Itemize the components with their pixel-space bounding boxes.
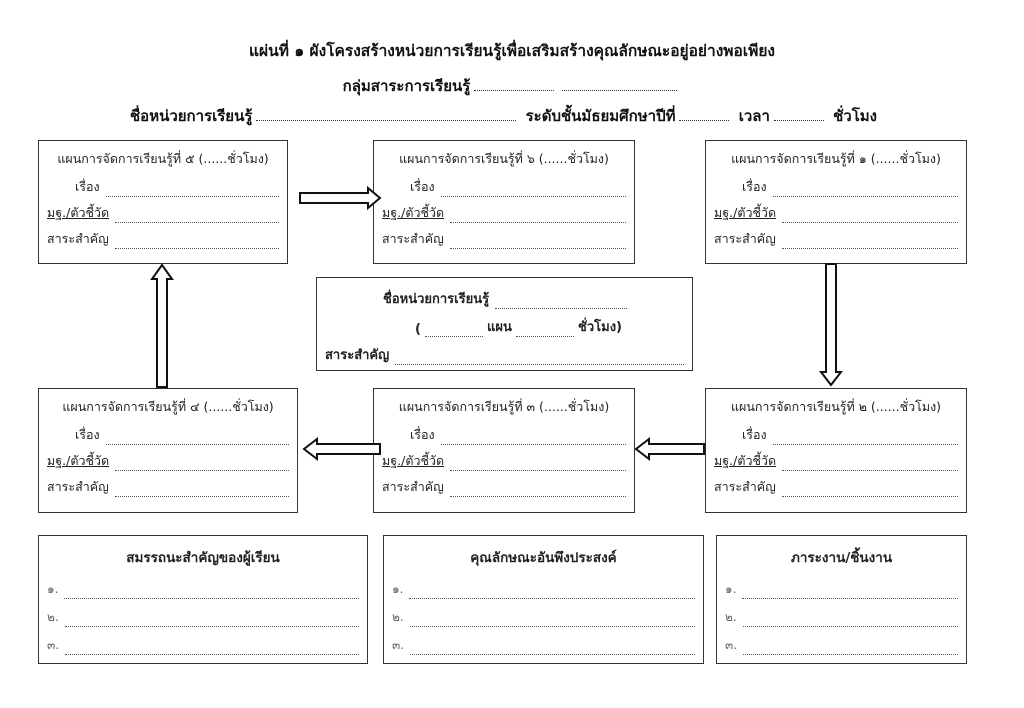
list-number: ๓. [47, 638, 60, 652]
hours-label: ชั่วโมง [833, 107, 877, 125]
center-unit-label: ชื่อหน่วยการเรียนรู้ [383, 292, 490, 307]
plan-title: แผนการจัดการเรียนรู้ที่ ๕ (......ชั่วโมง… [57, 151, 269, 166]
standard-label: มฐ./ตัวชี้วัด [714, 205, 777, 220]
essence-label: สาระสำคัญ [382, 231, 444, 246]
plan-2-box: แผนการจัดการเรียนรู้ที่ ๒ (......ชั่วโมง… [705, 388, 967, 513]
page-title: แผ่นที่ ๑ ผังโครงสร้างหน่วยการเรียนรู้เพ… [249, 42, 775, 60]
essence-label: สาระสำคัญ [714, 479, 776, 494]
essence-label: สาระสำคัญ [714, 231, 776, 246]
plan-5-box: แผนการจัดการเรียนรู้ที่ ๕ (......ชั่วโมง… [38, 140, 288, 264]
list-number: ๑. [392, 582, 404, 596]
list-number: ๑. [725, 582, 737, 596]
desired-attributes-box: คุณลักษณะอันพึงประสงค์๑. ๒. ๓. [383, 535, 704, 664]
standard-label: มฐ./ตัวชี้วัด [47, 453, 110, 468]
plan-4-box: แผนการจัดการเรียนรู้ที่ ๔ (......ชั่วโมง… [38, 388, 298, 513]
list-number: ๓. [725, 638, 738, 652]
standard-label: มฐ./ตัวชี้วัด [714, 453, 777, 468]
list-number: ๒. [725, 610, 737, 624]
plan-6-box: แผนการจัดการเรียนรู้ที่ ๖ (......ชั่วโมง… [373, 140, 635, 264]
topic-label: เรื่อง [75, 427, 100, 442]
plan-title: แผนการจัดการเรียนรู้ที่ ๒ (......ชั่วโมง… [730, 399, 942, 414]
center-plan-label: แผน [487, 320, 512, 335]
plan-1-box: แผนการจัดการเรียนรู้ที่ ๑ (......ชั่วโมง… [705, 140, 967, 264]
plan-title: แผนการจัดการเรียนรู้ที่ ๑ (......ชั่วโมง… [731, 151, 941, 166]
arrow-left-icon [302, 436, 381, 462]
box-title: ภาระงาน/ชิ้นงาน [790, 550, 893, 566]
topic-label: เรื่อง [410, 427, 435, 442]
arrow-right-icon [299, 185, 382, 211]
unit-info-line: ชื่อหน่วยการเรียนรู้ ระดับชั้นมัธยมศึกษา… [130, 104, 877, 128]
unit-label: ชื่อหน่วยการเรียนรู้ [130, 107, 253, 125]
subject-line: กลุ่มสาระการเรียนรู้ [0, 74, 1024, 98]
answer-line[interactable] [65, 644, 359, 655]
level-label: ระดับชั้นมัธยมศึกษาปีที่ [525, 107, 676, 125]
topic-label: เรื่อง [75, 179, 100, 194]
time-label: เวลา [738, 107, 770, 125]
answer-line[interactable] [64, 616, 359, 627]
plan-title: แผนการจัดการเรียนรู้ที่ ๓ (......ชั่วโมง… [398, 399, 610, 414]
list-number: ๒. [392, 610, 404, 624]
answer-line[interactable] [742, 616, 958, 627]
center-essence-label: สาระสำคัญ [325, 348, 390, 363]
arrow-down-icon [818, 263, 844, 387]
answer-line[interactable] [410, 644, 695, 655]
topic-label: เรื่อง [742, 427, 767, 442]
list-number: ๒. [47, 610, 59, 624]
answer-line[interactable] [743, 644, 958, 655]
open-paren: ( [415, 322, 421, 337]
box-title: สมรรถนะสำคัญของผู้เรียน [126, 550, 280, 566]
competencies-box: สมรรถนะสำคัญของผู้เรียน๑. ๒. ๓. [38, 535, 368, 664]
arrow-up-icon [150, 263, 174, 388]
answer-line[interactable] [409, 588, 695, 599]
plan-3-box: แผนการจัดการเรียนรู้ที่ ๓ (......ชั่วโมง… [373, 388, 635, 513]
standard-label: มฐ./ตัวชี้วัด [382, 205, 445, 220]
subject-label: กลุ่มสาระการเรียนรู้ [342, 77, 471, 95]
box-title: คุณลักษณะอันพึงประสงค์ [470, 550, 617, 566]
list-number: ๓. [392, 638, 405, 652]
topic-label: เรื่อง [742, 179, 767, 194]
plan-title: แผนการจัดการเรียนรู้ที่ ๖ (......ชั่วโมง… [399, 151, 609, 166]
essence-label: สาระสำคัญ [47, 479, 109, 494]
essence-label: สาระสำคัญ [382, 479, 444, 494]
topic-label: เรื่อง [410, 179, 435, 194]
answer-line[interactable] [409, 616, 695, 627]
answer-line[interactable] [64, 588, 359, 599]
essence-label: สาระสำคัญ [47, 231, 109, 246]
plan-title: แผนการจัดการเรียนรู้ที่ ๔ (......ชั่วโมง… [62, 399, 274, 414]
answer-line[interactable] [742, 588, 958, 599]
center-hours-label: ชั่วโมง) [578, 320, 622, 335]
arrow-left-icon [634, 436, 705, 462]
unit-center-box: ชื่อหน่วยการเรียนรู้ ( แผน ชั่วโมง) สาระ… [316, 277, 693, 371]
standard-label: มฐ./ตัวชี้วัด [382, 453, 445, 468]
list-number: ๑. [47, 582, 59, 596]
tasks-box: ภาระงาน/ชิ้นงาน๑. ๒. ๓. [716, 535, 967, 664]
standard-label: มฐ./ตัวชี้วัด [47, 205, 110, 220]
